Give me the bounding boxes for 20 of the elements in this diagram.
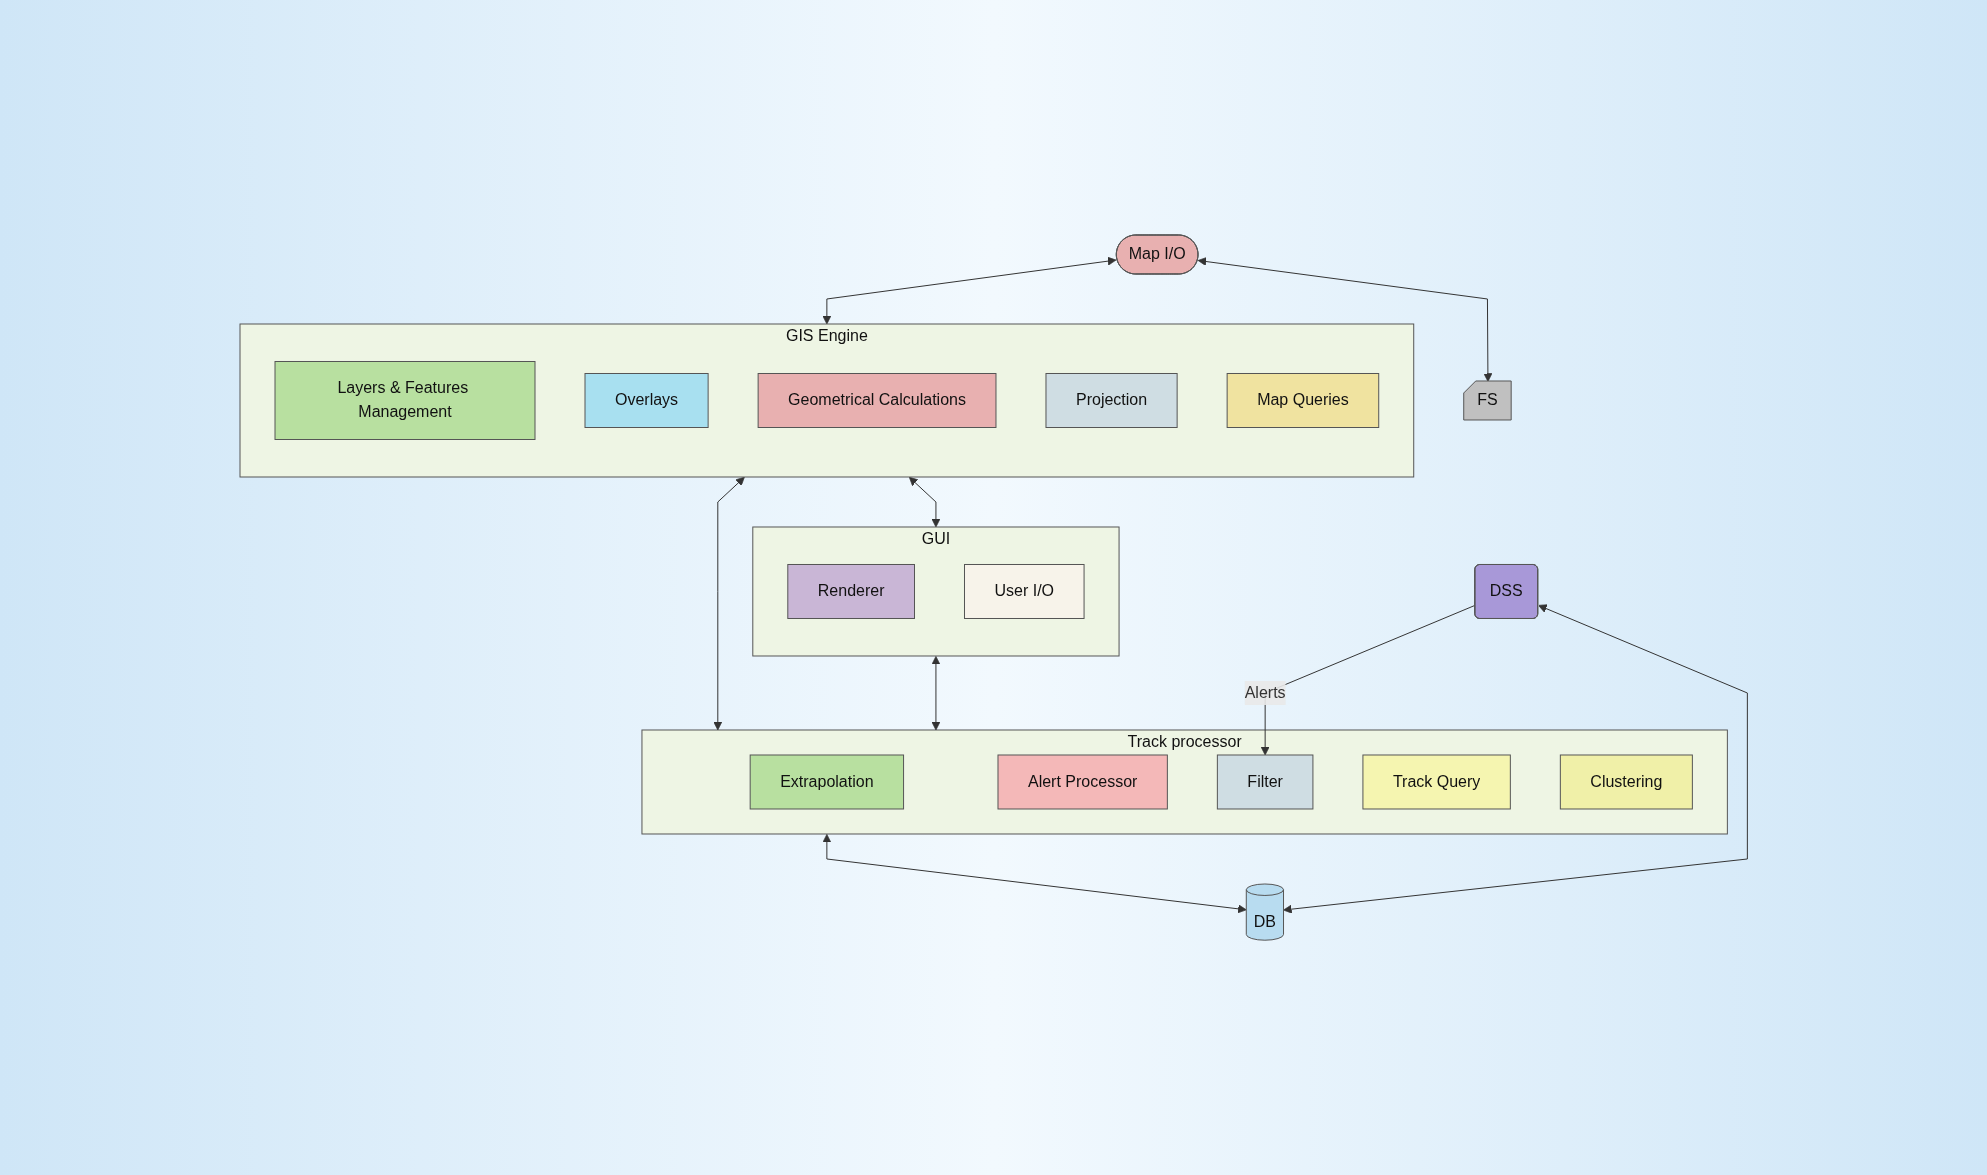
node-box: Alert Processor (997, 754, 1168, 810)
node-box: Geometrical Calculations (757, 372, 997, 428)
arrow (931, 655, 941, 731)
node-box: Renderer (787, 563, 915, 619)
node-box: User I/O (963, 563, 1085, 619)
edge-label: Alerts (1244, 683, 1286, 701)
arrow (713, 476, 745, 731)
arrow (908, 476, 941, 528)
node-box: Map Queries (1226, 372, 1380, 428)
arrow (1197, 257, 1493, 382)
node-box: Track Query (1362, 754, 1511, 810)
node-box: Projection (1045, 372, 1178, 428)
arrow (822, 256, 1117, 325)
node-box: Extrapolation (749, 754, 904, 810)
node-box: Filter (1216, 754, 1314, 810)
node-box: Overlays (584, 372, 709, 428)
node-box: Clustering (1559, 754, 1693, 810)
arrow (1282, 604, 1748, 914)
node-box: Layers & Features Management (274, 360, 536, 440)
arrow (822, 833, 1247, 914)
